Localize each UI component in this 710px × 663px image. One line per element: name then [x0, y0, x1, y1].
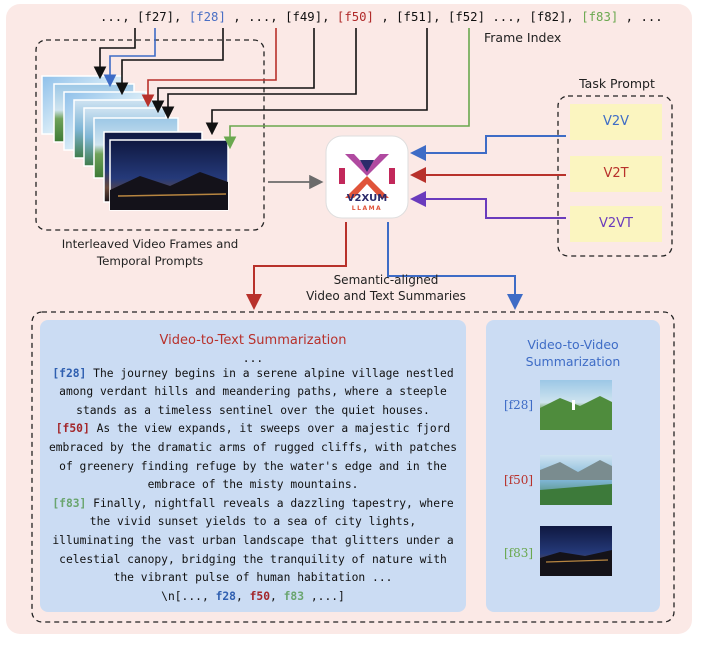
frame-index-segment: , ... [625, 10, 663, 24]
frames-caption: Interleaved Video Frames and Temporal Pr… [34, 236, 266, 270]
tag-f28: [f28] [52, 366, 87, 380]
prompt-v2vt-label: V2VT [599, 216, 633, 231]
footer-suffix: ,...] [310, 589, 345, 603]
v2v-title: Video-to-Video Summarization [486, 336, 660, 370]
frame-index-arrows [93, 28, 470, 150]
v2t-panel [40, 320, 466, 612]
tag-f50: [f50] [55, 422, 90, 436]
v2v-thumb-f28 [540, 380, 612, 430]
v2t-text: Video-to-Text Summarization ... [f28] Th… [48, 332, 458, 606]
prompt-v2v-label: V2V [602, 114, 630, 129]
footer-prefix: \n[..., [161, 589, 209, 603]
v2v-title-line-2: Summarization [525, 354, 621, 369]
v2t-paragraph-f50-text: As the view expands, it sweeps over a ma… [48, 422, 458, 492]
frames-caption-line-2: Temporal Prompts [96, 254, 204, 268]
v2t-ellipsis: ... [242, 351, 264, 365]
tag-f83: [f83] [52, 496, 87, 510]
frame-index-segment: ..., [f27], [100, 10, 189, 24]
v2t-paragraph-f83-text: Finally, nightfall reveals a dazzling ta… [52, 496, 454, 585]
model-logo-icon [339, 154, 395, 198]
footer-sep-1: , [235, 589, 243, 603]
prompt-v2vt-box [570, 206, 662, 242]
frames-caption-line-1: Interleaved Video Frames and [61, 237, 239, 251]
v2t-paragraph-f28-text: The journey begins in a serene alpine vi… [59, 366, 454, 417]
model-logo-name: V2XUM [346, 193, 388, 204]
output-box [31, 311, 675, 623]
v2v-thumb-f50 [540, 455, 612, 505]
v2t-paragraph-f28: [f28] The journey begins in a serene alp… [48, 365, 458, 421]
v2t-paragraph-f50: [f50] As the view expands, it sweeps ove… [48, 420, 458, 494]
prompt-v2t-label: V2T [603, 166, 629, 181]
v2vt-arrow [410, 191, 566, 219]
frame-index-segment: , ..., [f49], [233, 10, 337, 24]
frame-index-segment: , [f51], [f52] ..., [f82], [381, 10, 582, 24]
prompt-v2t-box [570, 156, 662, 192]
frame-index-label: Frame Index [484, 30, 562, 45]
summaries-caption-line-2: Video and Text Summaries [306, 289, 466, 303]
frame-index-sequence: ..., [f27], [f28] , ..., [f49], [f50] , … [100, 10, 663, 24]
v2t-paragraph-f83: [f83] Finally, nightfall reveals a dazzl… [48, 495, 458, 588]
v2v-label-f83: [f83] [504, 546, 534, 560]
v2t-footer: \n[..., f28, f50, f83 ,...] [48, 588, 458, 607]
frames-box [35, 39, 265, 231]
frame-index-segment: [f83] [581, 10, 626, 24]
frame-index-segment: [f50] [336, 10, 382, 24]
prompt-v2v-box [570, 104, 662, 140]
frame-index-segment: [f28] [188, 10, 234, 24]
footer-f50: f50 [249, 589, 270, 603]
v2v-arrow [410, 135, 566, 161]
footer-f28: f28 [215, 589, 236, 603]
v2v-label-f28: [f28] [504, 398, 534, 412]
v2v-title-line-1: Video-to-Video [527, 337, 619, 352]
frame-stack [41, 75, 229, 211]
summaries-caption-line-1: Semantic-aligned [333, 273, 439, 287]
text-output-arrow [246, 222, 347, 310]
v2v-thumb-f83 [540, 526, 612, 576]
v2v-label-f50: [f50] [504, 473, 534, 487]
model-logo-sub: LLAMA [351, 205, 383, 212]
summaries-caption: Semantic-aligned Video and Text Summarie… [268, 272, 504, 304]
footer-f83: f83 [283, 589, 305, 603]
v2t-title: Video-to-Text Summarization [159, 333, 347, 348]
task-prompt-title: Task Prompt [579, 76, 655, 91]
video-output-arrow [387, 222, 523, 310]
footer-sep-2: , [270, 589, 277, 603]
